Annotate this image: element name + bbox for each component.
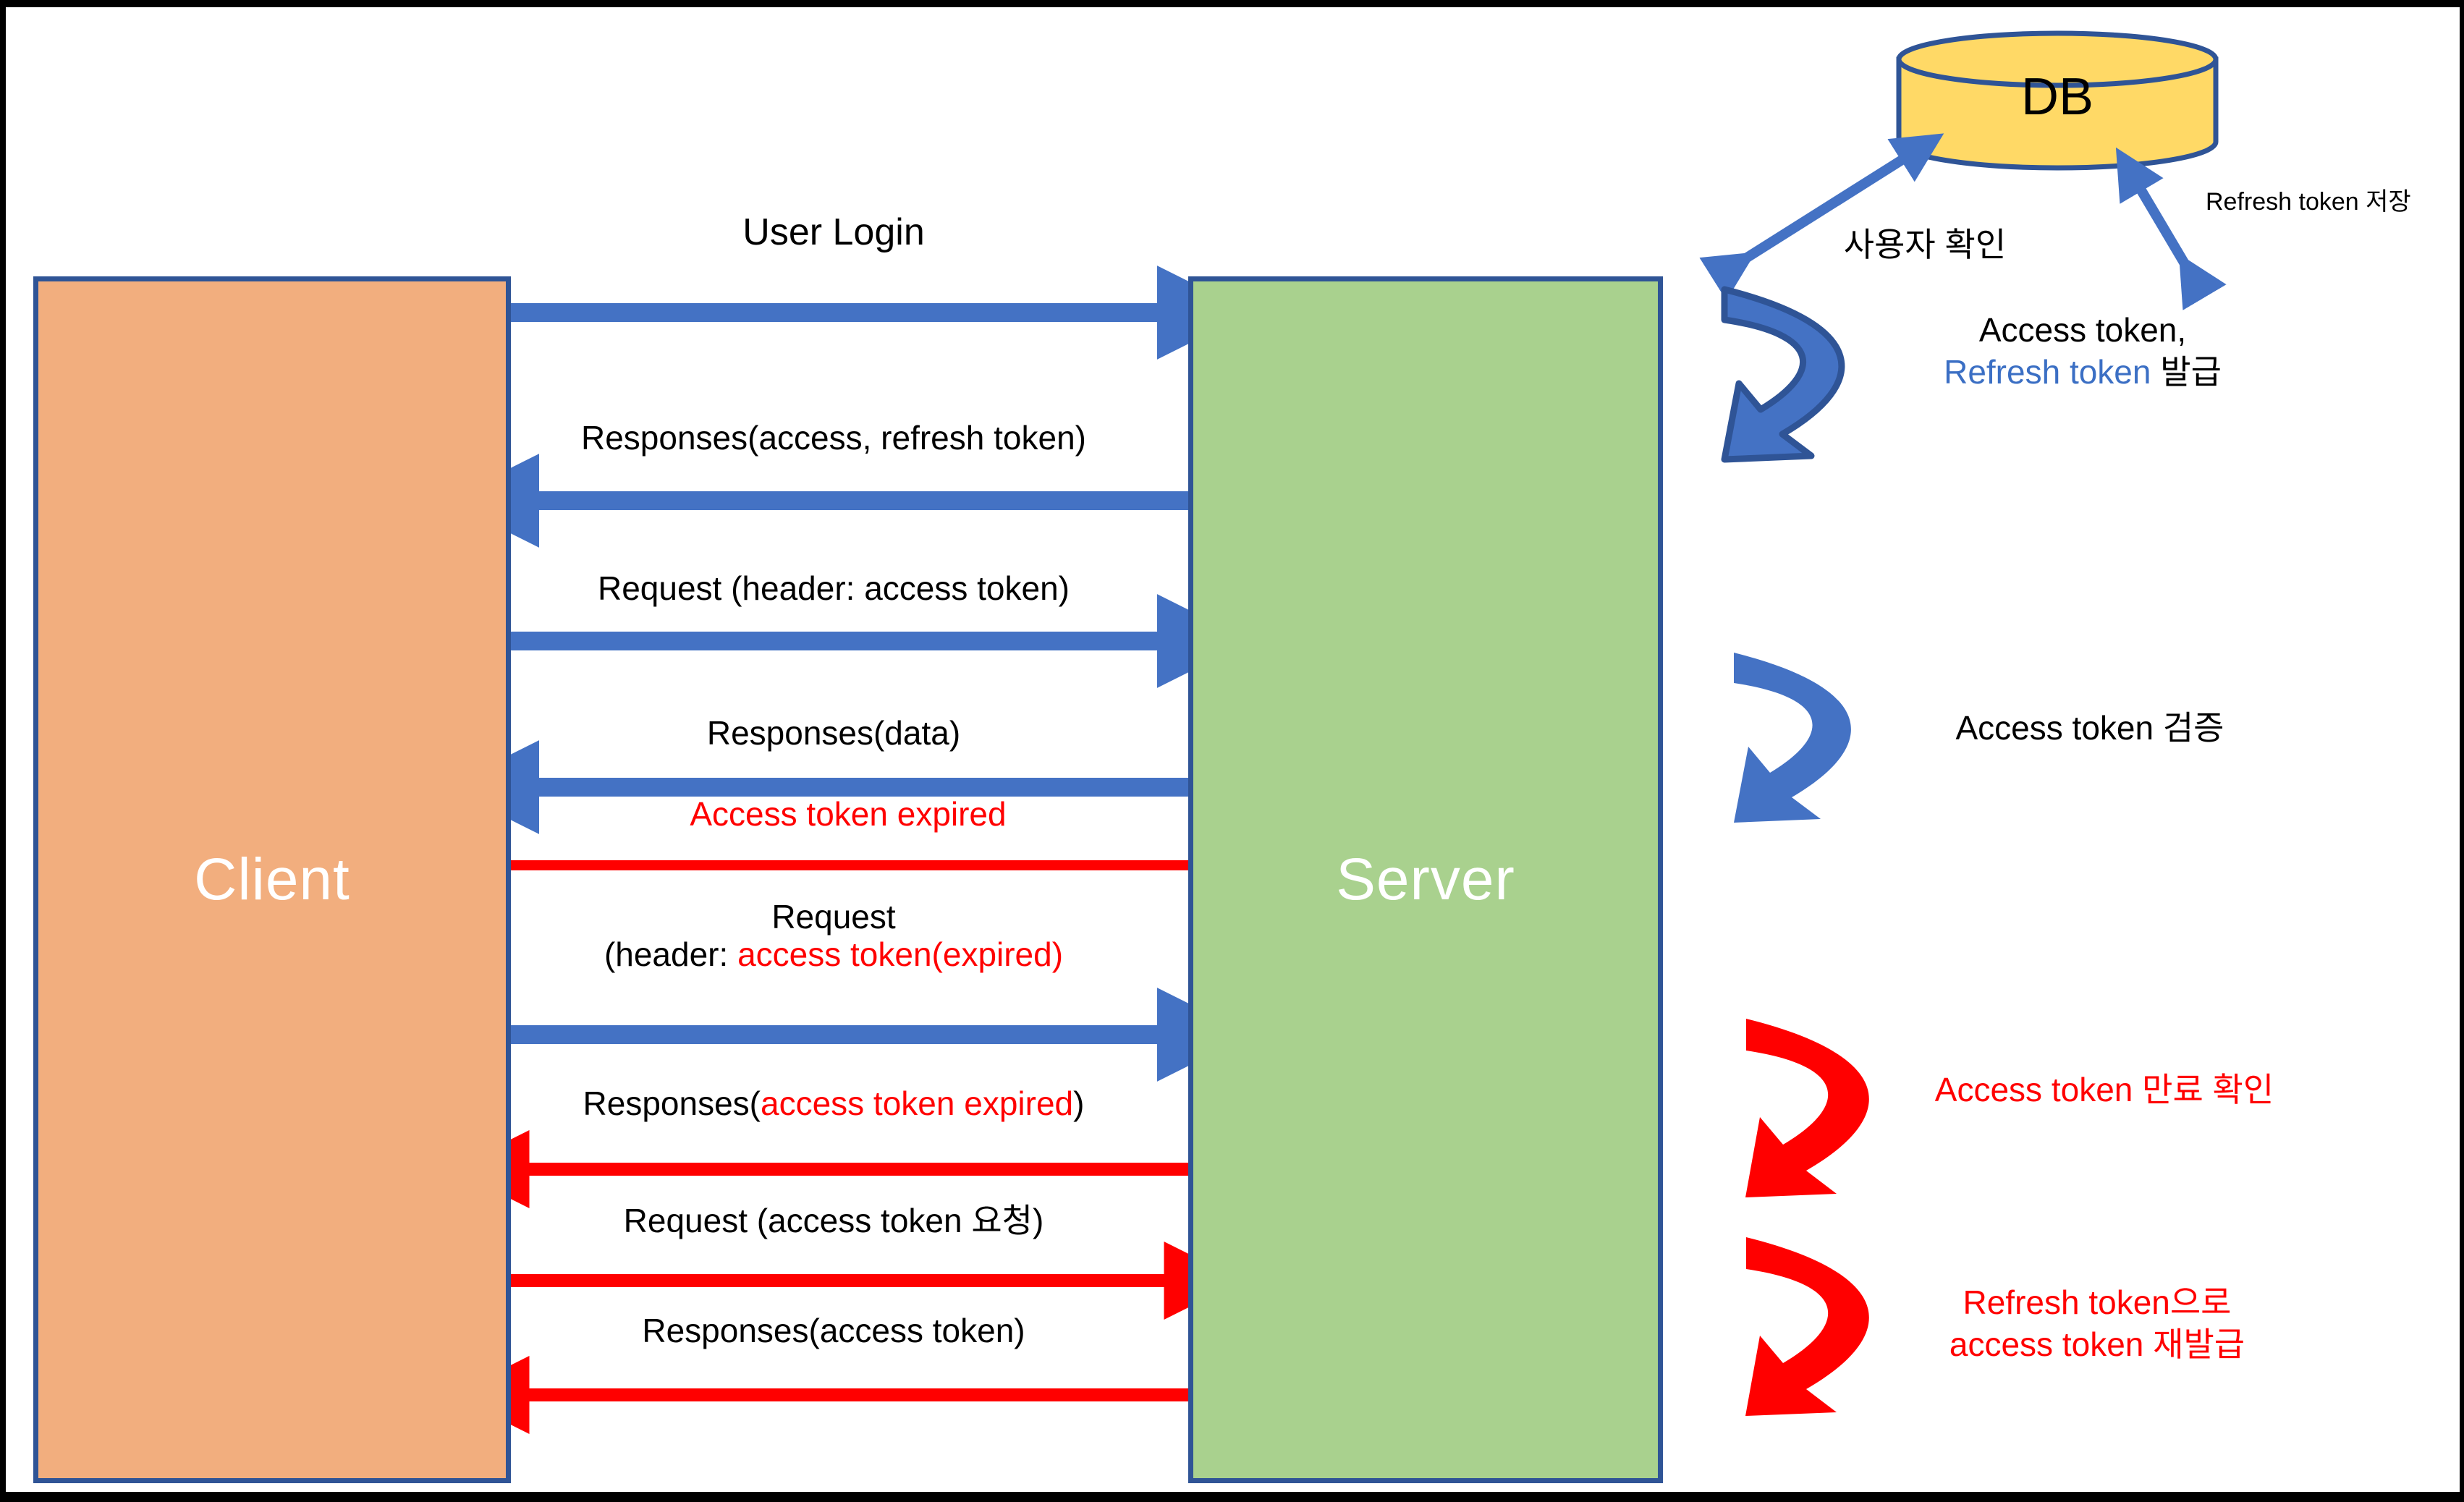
note-issue-line2-blue: Refresh token	[1944, 352, 2151, 391]
arrow-server-db-user-check	[1699, 133, 1944, 301]
db-cylinder[interactable]: DB	[1899, 33, 2216, 168]
note-reissue-line2: access token 재발급	[1949, 1325, 2245, 1363]
server-label: Server	[1336, 847, 1515, 912]
curved-arrow-reissue-token	[1745, 1237, 1869, 1416]
message-label-responses-access-refresh: Responses(access, refresh token)	[581, 419, 1086, 457]
responses-expired-red: access token expired	[760, 1085, 1074, 1122]
diagram-vector-layer	[445, 30, 2227, 1434]
note-verify-token: Access token 검증	[1955, 709, 2224, 747]
curved-arrow-expired-check	[1745, 1019, 1869, 1197]
message-label-user-login: User Login	[742, 211, 925, 253]
note-store-refresh-token: Refresh token 저장	[2206, 188, 2411, 216]
message-label-responses-expired: Responses(access token expired)	[507, 1085, 1161, 1123]
client-lifeline-box[interactable]: Client	[33, 276, 511, 1483]
note-issue-line2-black: 발급	[2151, 352, 2222, 391]
responses-expired-close: )	[1073, 1085, 1085, 1122]
note-issue-line1: Access token,	[1978, 311, 2187, 349]
request-expired-line2-black: (header:	[604, 935, 738, 973]
db-cylinder-shape	[1896, 30, 2219, 171]
request-expired-line1: Request	[771, 898, 896, 935]
note-reissue-line1: Refresh token으로	[1963, 1284, 2232, 1321]
request-expired-line2-red: access token(expired)	[737, 935, 1064, 973]
message-label-request-new-access-token: Request (access token 요청)	[623, 1202, 1044, 1239]
responses-expired-open: Responses(	[583, 1085, 761, 1122]
message-label-responses-new-access-token: Responses(access token)	[642, 1312, 1025, 1349]
note-expired-check: Access token 만료 확인	[1934, 1071, 2274, 1108]
note-user-check: 사용자 확인	[1843, 226, 2007, 263]
db-label: DB	[2020, 68, 2094, 126]
message-label-request-access-token: Request (header: access token)	[597, 569, 1070, 607]
note-reissue-token: Refresh token으로 access token 재발급	[1873, 1282, 2321, 1365]
message-label-request-expired-token: Request (header: access token(expired)	[507, 898, 1161, 973]
arrow-db-store-refresh-token	[2115, 147, 2227, 310]
curved-arrow-issue-tokens	[1721, 286, 1845, 463]
message-label-responses-data: Responses(data)	[706, 714, 961, 752]
curved-arrow-verify-token	[1734, 653, 1851, 823]
note-issue-tokens: Access token, Refresh token 발급	[1858, 310, 2307, 393]
client-label: Client	[194, 847, 350, 912]
server-lifeline-box[interactable]: Server	[1188, 276, 1663, 1483]
message-label-access-token-expired: Access token expired	[690, 795, 1007, 833]
